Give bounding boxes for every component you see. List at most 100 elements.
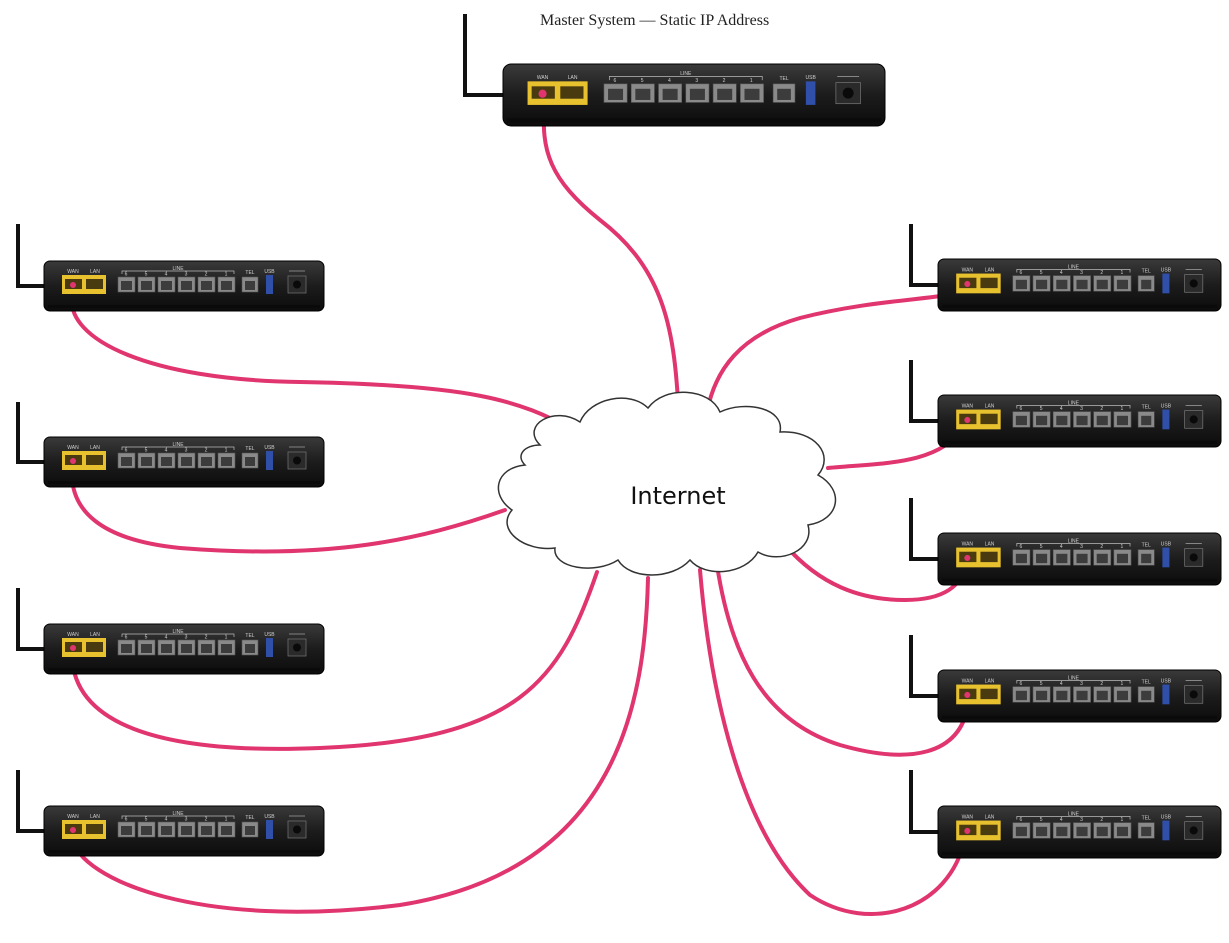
lan-port	[980, 688, 998, 700]
line-port-jack	[1116, 553, 1129, 564]
tel-label: TEL	[245, 446, 254, 452]
line-port-number: 2	[205, 817, 208, 823]
mount-bracket	[16, 402, 44, 464]
wan-label: WAN	[67, 632, 79, 638]
line-port-number: 2	[1100, 681, 1103, 687]
line-port-jack	[221, 826, 232, 835]
internet-cloud: Internet	[497, 391, 837, 576]
line-port-number: 4	[1060, 270, 1063, 276]
master-system-title: Master System — Static IP Address	[540, 12, 770, 29]
line-port-jack	[744, 88, 760, 100]
line-port-jack	[181, 281, 192, 290]
lan-label: LAN	[985, 814, 995, 820]
line-port-number: 5	[1040, 406, 1043, 412]
lan-port	[980, 277, 998, 289]
line-port-number: 3	[1080, 270, 1083, 276]
usb-port	[1162, 820, 1170, 841]
mount-bracket	[909, 224, 938, 287]
usb-label: USB	[264, 269, 275, 275]
line-port-jack	[121, 457, 132, 466]
line-port-number: 6	[613, 78, 616, 84]
cable-plug	[70, 282, 76, 288]
cable-left-2	[69, 468, 507, 554]
line-port-jack	[1015, 690, 1027, 701]
power-jack-hole	[842, 87, 854, 99]
line-port-jack	[1116, 690, 1129, 701]
line-bracket	[1016, 816, 1131, 820]
line-port-jack	[689, 88, 705, 100]
line-port-jack	[1116, 279, 1129, 290]
tel-label: TEL	[1142, 816, 1151, 822]
line-port-number: 2	[205, 635, 208, 641]
line-port-jack	[1036, 279, 1048, 290]
line-port-jack	[1056, 415, 1068, 426]
power-jack-hole	[293, 456, 301, 465]
lan-label: LAN	[985, 403, 995, 409]
power-jack-hole	[1189, 553, 1198, 562]
line-port-number: 2	[205, 272, 208, 278]
usb-label: USB	[806, 75, 817, 81]
line-port-jack	[181, 644, 192, 653]
router-base	[48, 305, 320, 308]
usb-label: USB	[1161, 541, 1172, 547]
line-port-number: 3	[185, 635, 188, 641]
line-bracket	[1016, 405, 1131, 409]
usb-port	[266, 275, 273, 294]
line-port-jack	[1096, 279, 1108, 290]
line-port-jack	[141, 644, 152, 653]
line-label: LINE	[1068, 264, 1080, 270]
router-base	[942, 578, 1217, 582]
line-port-jack	[1015, 553, 1027, 564]
line-port-jack	[1076, 553, 1088, 564]
usb-port	[1162, 684, 1170, 705]
tel-port-jack	[1141, 826, 1152, 837]
line-port-jack	[1076, 690, 1088, 701]
tel-label: TEL	[1142, 680, 1151, 686]
mount-bracket	[16, 588, 44, 651]
line-label: LINE	[680, 71, 692, 77]
tel-label: TEL	[245, 270, 254, 276]
line-port-number: 5	[145, 272, 148, 278]
line-port-jack	[1056, 553, 1068, 564]
usb-label: USB	[264, 814, 275, 820]
line-port-jack	[1096, 690, 1108, 701]
tel-port-jack	[1141, 690, 1152, 701]
line-port-jack	[1036, 826, 1048, 837]
cable-plug	[538, 89, 547, 98]
tel-port-jack	[777, 88, 791, 100]
line-port-number: 1	[1121, 406, 1124, 412]
tel-port-jack	[1141, 553, 1152, 564]
line-port-number: 3	[185, 272, 188, 278]
line-label: LINE	[1068, 400, 1080, 406]
cable-plug	[70, 645, 76, 651]
line-port-jack	[1096, 826, 1108, 837]
cable-left-1	[69, 293, 575, 432]
lan-port	[980, 824, 998, 836]
mount-bracket	[16, 770, 44, 833]
lan-label: LAN	[985, 267, 995, 273]
line-port-number: 5	[1040, 681, 1043, 687]
wan-label: WAN	[67, 814, 79, 820]
line-bracket	[1016, 680, 1131, 684]
line-port-jack	[1116, 826, 1129, 837]
cable-right-4	[715, 563, 970, 757]
line-port-number: 1	[225, 448, 228, 454]
line-port-jack	[1056, 690, 1068, 701]
line-port-jack	[1096, 415, 1108, 426]
line-bracket	[121, 633, 235, 637]
line-bracket	[1016, 269, 1131, 273]
usb-port	[1162, 409, 1170, 430]
power-jack-hole	[1189, 690, 1198, 699]
line-port-number: 6	[125, 817, 128, 823]
wan-label: WAN	[962, 678, 974, 684]
line-port-jack	[161, 281, 172, 290]
lan-port	[86, 824, 103, 834]
power-jack-hole	[1189, 415, 1198, 424]
line-port-jack	[201, 457, 212, 466]
line-label: LINE	[172, 442, 184, 448]
line-port-jack	[608, 88, 624, 100]
